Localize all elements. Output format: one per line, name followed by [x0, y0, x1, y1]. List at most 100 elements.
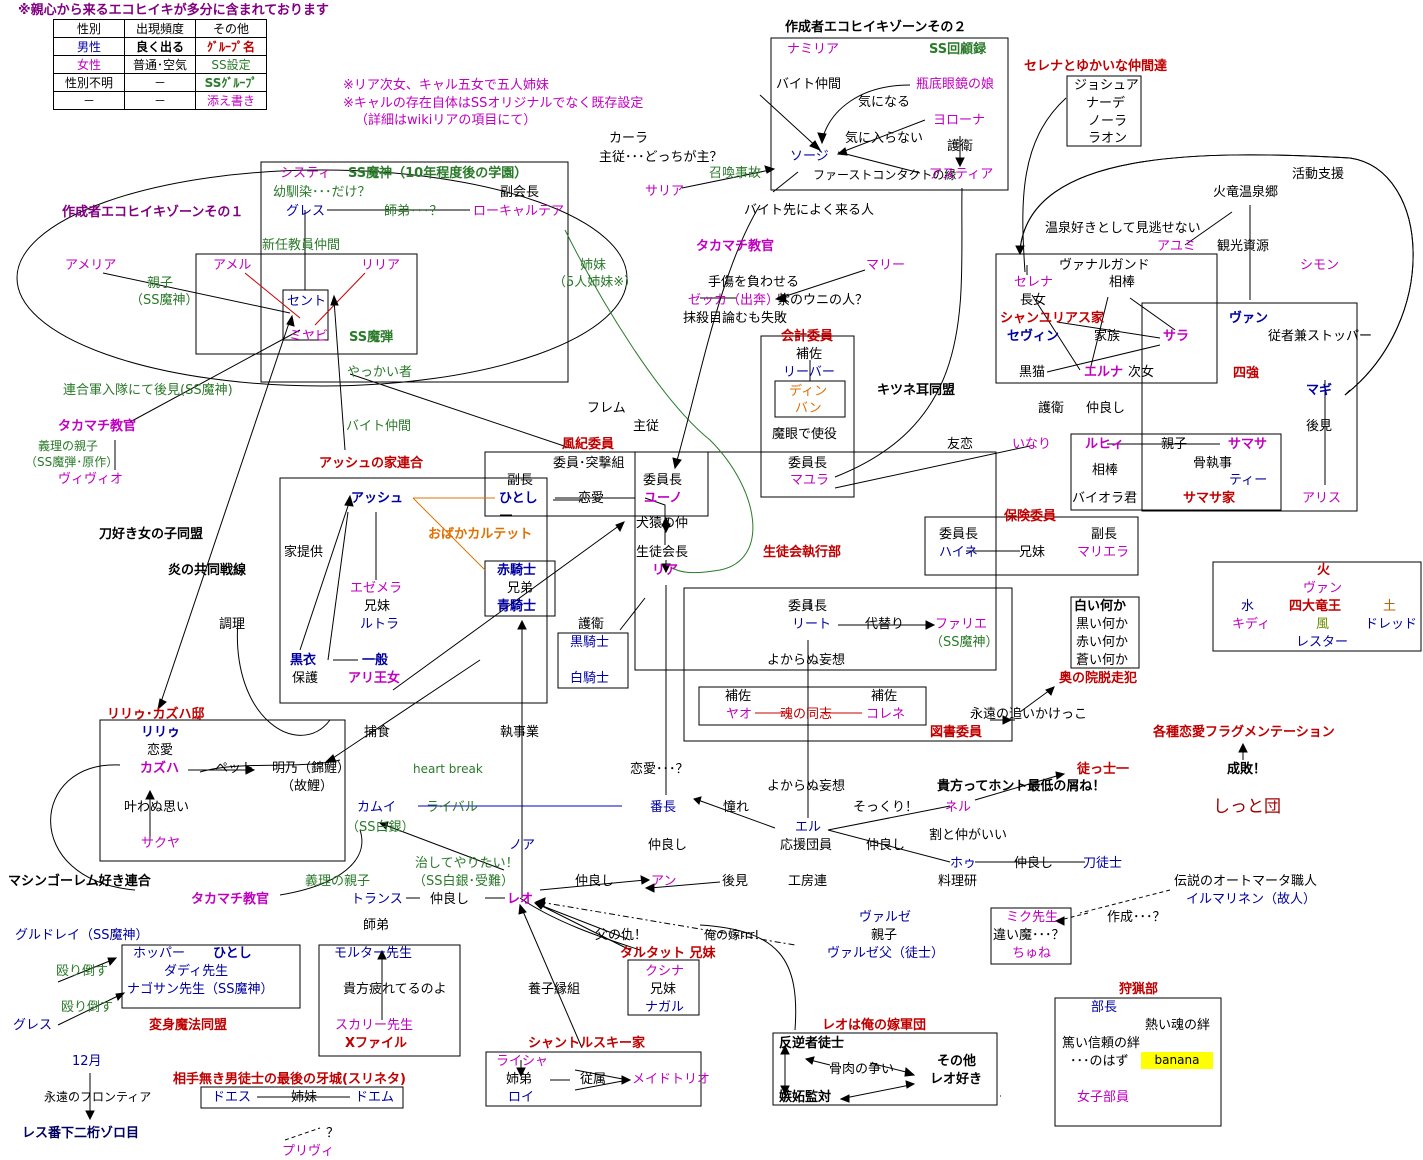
relation-label: 長女: [1020, 293, 1047, 308]
group-label: おばかカルテット: [428, 527, 533, 542]
relation-label: 熱い魂の絆: [1145, 1018, 1211, 1033]
character: サクヤ: [141, 836, 181, 851]
character: リート: [792, 617, 832, 632]
character: 女子部員: [1077, 1090, 1130, 1105]
relation-label: 殴り倒す: [61, 1000, 114, 1015]
group-label: 変身魔法同盟: [149, 1018, 228, 1033]
character: ヴァルゼ: [859, 910, 912, 925]
relation-label: 主従: [633, 419, 660, 434]
character: ヴァルゼ父（徒士）: [827, 946, 945, 961]
banana-label: banana: [1141, 1052, 1213, 1069]
role-label: 副長: [507, 473, 534, 488]
character: 黒い何か: [1076, 617, 1129, 632]
relation-label: 仲良し: [1014, 856, 1054, 871]
character: イルマリネン（故人）: [1186, 892, 1317, 907]
group-label: 料理研: [938, 874, 978, 889]
relation-label: 殴り倒す: [56, 964, 109, 979]
group-label: シャンユリアス家: [1000, 311, 1105, 326]
relation-label: ･･･のはず: [1070, 1054, 1129, 1069]
character: ちゅね: [1012, 946, 1052, 961]
relation-label: 気に入らない: [845, 131, 924, 146]
group-label: サマサ家: [1183, 491, 1236, 506]
group-label: レス番下二桁ゾロ目: [22, 1126, 140, 1141]
relation-label: バイト仲間: [346, 419, 412, 434]
character: エゼメラ: [350, 581, 403, 596]
character: ルヒィ: [1085, 437, 1125, 452]
relation-label: 後見: [1306, 419, 1333, 434]
character: ゼッカ（出奔）: [688, 293, 780, 308]
relation-label: 養子縁組: [528, 982, 581, 997]
character: いなり: [1012, 437, 1052, 452]
character: サリア: [645, 184, 685, 199]
group-label: 各種恋愛フラグメンテーション: [1153, 725, 1335, 740]
legend-cell: －: [53, 91, 125, 110]
relation-label: 犬猿の仲: [636, 516, 689, 531]
character: 徒っ士一: [1077, 762, 1130, 777]
relation-label: 後見: [722, 874, 749, 889]
character: 黒衣: [290, 653, 317, 668]
role-label: 副会長: [500, 185, 540, 200]
legend-cell: SSｸﾞﾙｰﾌﾟ: [195, 73, 267, 92]
character: ノーラ: [1088, 114, 1128, 129]
relation-label: 仲良し: [430, 892, 470, 907]
relation-label: 温泉好きとして見逃せない: [1045, 221, 1201, 236]
relation-label: やっかい者: [347, 365, 413, 380]
relation-label: 家提供: [284, 545, 324, 560]
relation-label: 護衛: [947, 139, 974, 154]
relation-label: 仲良し: [1086, 401, 1126, 416]
character: タカマチ教官: [191, 892, 270, 907]
relation-label: 友恋: [947, 437, 974, 452]
group-label: 四強: [1233, 366, 1260, 381]
ss-label: （SS魔神）: [130, 293, 199, 308]
relation-label: 恋愛･･･？: [630, 762, 689, 777]
relation-label: 手傷を負わせる: [708, 275, 800, 290]
legend-cell: 性別不明: [53, 73, 125, 92]
relation-label: 親子: [1161, 437, 1188, 452]
legend-cell: 添え書き: [195, 91, 267, 110]
zone1-ellipse: [16, 169, 628, 387]
relation-label: 俺の嫁rrr!: [704, 928, 760, 942]
character: 番長: [650, 800, 677, 815]
relation-label: 召喚事故: [709, 166, 762, 181]
group-label: 作成者エコヒイキゾーンその２: [785, 20, 967, 35]
note: ※キャルの存在自体はSSオリジナルでなく既存設定: [343, 96, 644, 111]
character: ディン: [789, 384, 828, 399]
relation-label: 治してやりたい！: [415, 856, 519, 871]
character: ファリエ: [935, 617, 988, 632]
relation-label: 紫のウニの人？: [777, 293, 869, 308]
character: バイオラ君: [1072, 491, 1138, 506]
relation-label: 代替り: [865, 617, 905, 632]
legend-cell: SS設定: [195, 55, 267, 74]
character: レスター: [1296, 635, 1349, 650]
relation-label: 観光資源: [1217, 239, 1270, 254]
character: ヴァナルガンド: [1059, 258, 1150, 273]
group-label: レオは俺の嫁軍団: [822, 1018, 927, 1033]
relation-label: 仲良し: [575, 874, 615, 889]
character: ヴィヴィオ: [58, 472, 124, 487]
relation-label: 幼馴染･･･だけ？: [273, 185, 371, 200]
character: スカリー先生: [335, 1018, 414, 1033]
character: サマサ: [1228, 437, 1268, 452]
relation-label: heart break: [413, 762, 483, 776]
character: ネル: [945, 800, 972, 815]
character: 刀徒士: [1083, 856, 1123, 871]
relation-label: 保護: [292, 671, 319, 686]
character: マユラ: [790, 473, 830, 488]
character: 骨執事: [1193, 456, 1233, 471]
character: マリー: [866, 258, 906, 273]
character: リーバー: [783, 365, 835, 380]
character: セヴィン: [1007, 329, 1060, 344]
character: ホゥ: [950, 856, 977, 871]
role-label: 委員長: [788, 599, 828, 614]
character: 部長: [1091, 1000, 1118, 1015]
relation-label: 成敗！: [1227, 762, 1267, 777]
group-label: Xファイル: [345, 1036, 408, 1051]
relation-label: 兄妹: [1019, 545, 1046, 560]
character: アッシュ: [351, 491, 404, 506]
relation-label: 主従･･･どっちが主？: [599, 150, 723, 165]
character: セレナ: [1014, 275, 1054, 290]
character: リリゥ: [141, 725, 181, 740]
role-label: 補佐: [725, 689, 752, 704]
character: グレス: [13, 1018, 53, 1033]
relation-label: 姉妹: [580, 258, 607, 273]
